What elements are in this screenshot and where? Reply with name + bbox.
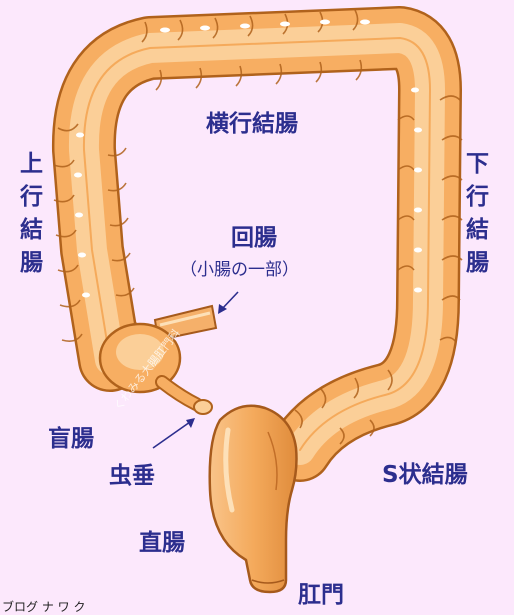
descending-colon-label: 下 行 結 腸 — [466, 148, 489, 280]
appendix-arrow — [153, 418, 195, 448]
rectum-label: 直腸 — [139, 532, 185, 555]
ascending-colon-char: 上 — [20, 148, 43, 181]
descending-colon-char: 結 — [466, 214, 489, 247]
ascending-colon-label: 上 行 結 腸 — [20, 148, 43, 280]
rectum — [210, 406, 297, 592]
descending-colon-char: 行 — [466, 181, 489, 214]
appendix — [162, 382, 212, 414]
transverse-colon-label: 横行結腸 — [206, 113, 298, 136]
ascending-colon-char: 行 — [20, 181, 43, 214]
footer-text: ブログ ナ ワ ク — [2, 598, 85, 615]
ileum-note: （小腸の一部） — [180, 262, 299, 279]
ascending-colon-char: 腸 — [20, 247, 43, 280]
anus-label: 肛門 — [298, 584, 344, 607]
appendix-label: 虫垂 — [109, 465, 155, 488]
ileum-label: 回腸 — [231, 227, 277, 250]
cecum-label: 盲腸 — [48, 428, 94, 451]
sigmoid-colon-label: S状結腸 — [382, 464, 468, 487]
ascending-colon-char: 結 — [20, 214, 43, 247]
ileum-arrow — [218, 292, 238, 314]
descending-colon-char: 下 — [466, 148, 489, 181]
descending-colon-char: 腸 — [466, 247, 489, 280]
